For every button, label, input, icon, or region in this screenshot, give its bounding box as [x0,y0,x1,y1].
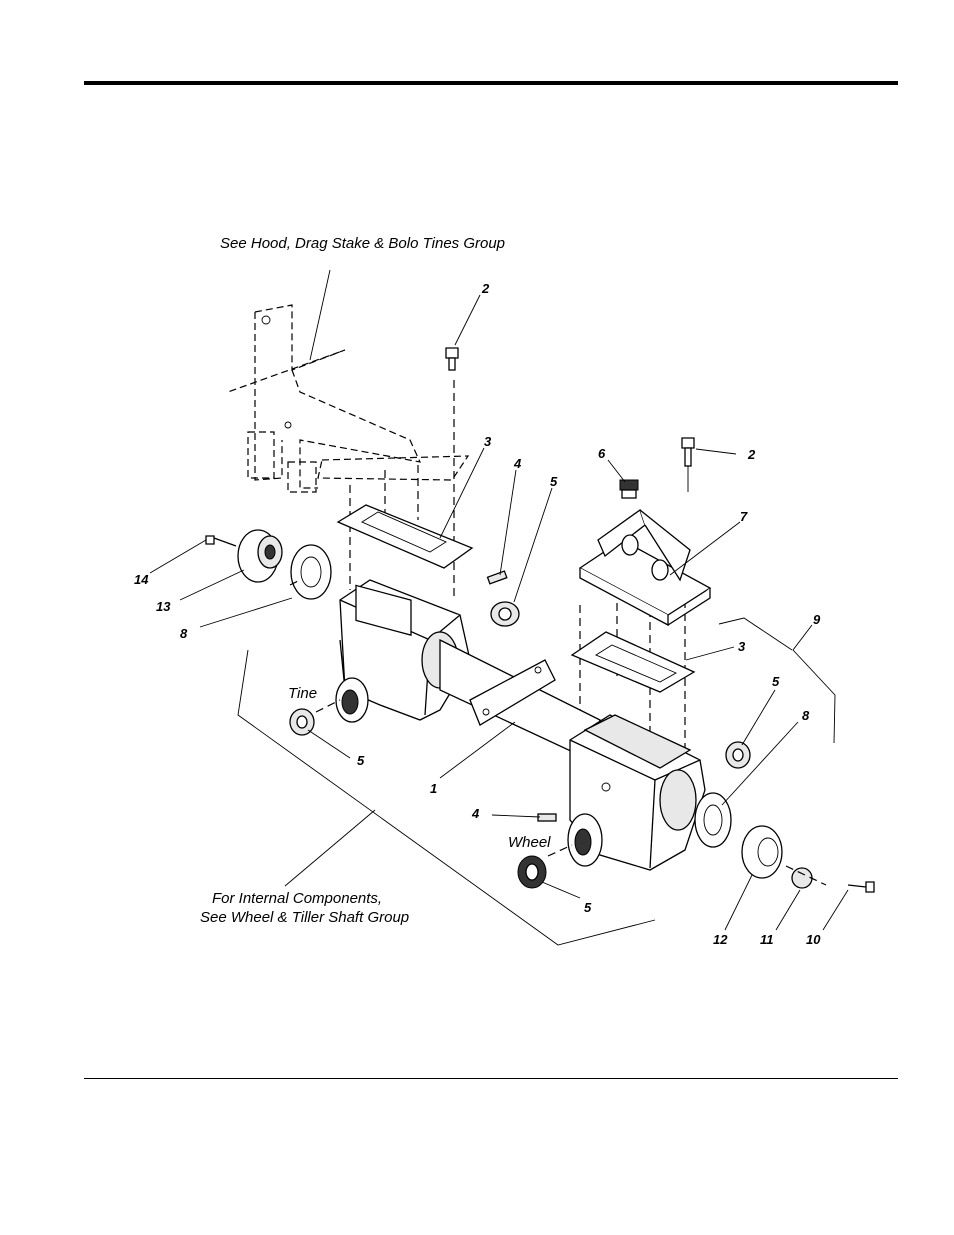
gasket-right [572,632,694,692]
cover-plate [580,510,710,625]
wheel-label: Wheel [508,834,551,851]
callout-12: 12 [713,932,728,947]
internal-components-note-line2: See Wheel & Tiller Shaft Group [200,909,409,926]
bolt-10 [848,882,874,892]
hub-right [742,826,782,878]
spacer-11 [792,868,812,888]
callout-11: 11 [760,932,774,947]
tine-label: Tine [288,685,317,702]
breather-plug [620,480,638,498]
internal-components-note-line1: For Internal Components, [212,890,382,907]
callout-1: 1 [430,781,437,796]
set-screw-lower [538,814,556,821]
right-gearbox-housing [568,715,705,870]
callout-4-lower: 4 [471,806,480,821]
callout-3-left: 3 [484,434,492,449]
bottom-rule [84,1078,898,1079]
callout-9: 9 [813,612,821,627]
set-screw-upper [488,571,507,584]
callout-5-right: 5 [772,674,780,689]
callout-3-right: 3 [738,639,746,654]
hood-group-note: See Hood, Drag Stake & Bolo Tines Group [220,235,505,252]
callout-5-upper: 5 [550,474,558,489]
callout-4-upper: 4 [513,456,522,471]
callout-5-wheel: 5 [584,900,592,915]
callout-2-right: 2 [747,447,756,462]
hood-bracket-phantom [228,305,468,492]
callout-8-left: 8 [180,626,188,641]
bolt-left [446,348,458,370]
callout-14: 14 [134,572,149,587]
callout-8-right: 8 [802,708,810,723]
bolt-14 [206,536,236,546]
callout-13: 13 [156,599,171,614]
callout-6: 6 [598,446,606,461]
bolt-right [682,438,694,492]
seal-left [291,545,331,599]
callout-7: 7 [740,509,748,524]
callout-2-upper: 2 [481,281,490,296]
callout-10: 10 [806,932,821,947]
callout-5-tine: 5 [357,753,365,768]
